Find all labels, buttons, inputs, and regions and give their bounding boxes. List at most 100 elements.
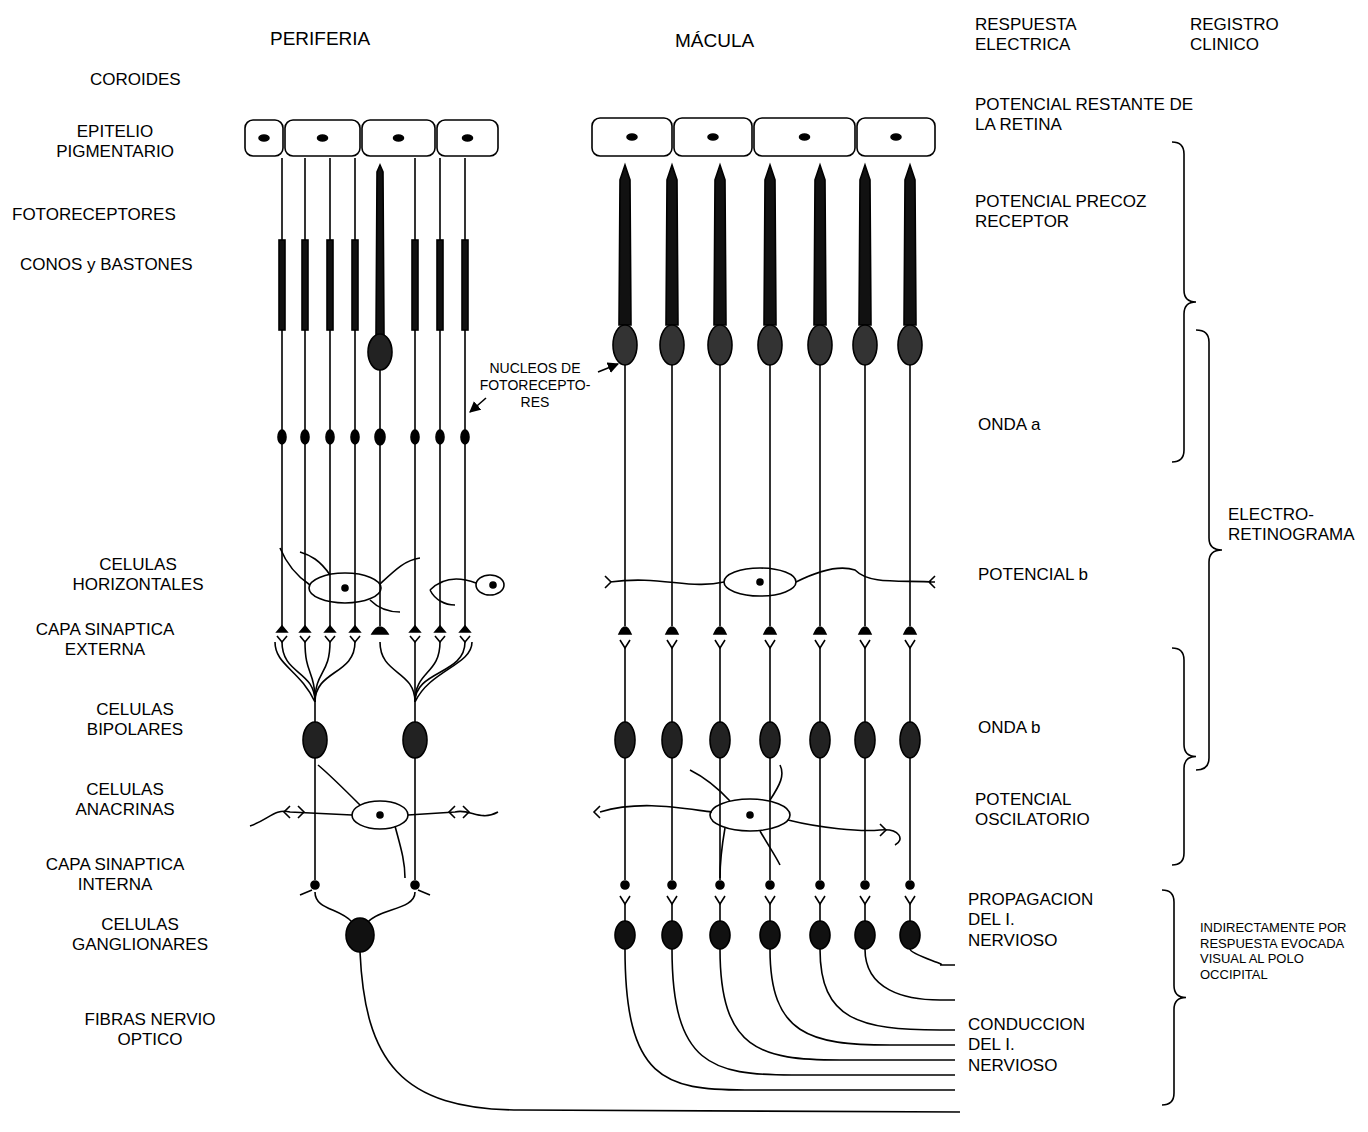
rod-outer-segment bbox=[462, 240, 468, 330]
bipolar-cell bbox=[760, 722, 780, 758]
cell-nucleus bbox=[708, 134, 718, 140]
synapse-dot bbox=[766, 881, 774, 889]
response-label: POTENCIAL PRECOZ RECEPTOR bbox=[975, 192, 1175, 233]
synapse-symbol bbox=[764, 627, 776, 634]
cell-nucleus bbox=[891, 134, 901, 140]
rod-nucleus bbox=[411, 430, 419, 444]
optic-fiber bbox=[820, 949, 955, 1030]
synapse-symbol bbox=[667, 640, 677, 648]
synapse-symbol bbox=[435, 626, 445, 632]
cone-cell bbox=[909, 365, 911, 626]
bipolar-axon bbox=[719, 648, 721, 880]
cell-process bbox=[605, 568, 935, 588]
bracket bbox=[1172, 142, 1196, 462]
cell-nucleus bbox=[747, 812, 753, 818]
cell-nucleus bbox=[377, 812, 383, 818]
callout-label: NUCLEOS DE FOTORECEPTO- RES bbox=[475, 360, 595, 410]
rod-cell bbox=[354, 158, 356, 626]
optic-fiber bbox=[910, 949, 955, 965]
cell-nucleus bbox=[463, 135, 473, 141]
cone-outer-segment bbox=[814, 165, 826, 325]
rod-outer-segment bbox=[327, 240, 333, 330]
ganglion-cell bbox=[346, 918, 374, 952]
pigment-cell bbox=[754, 118, 855, 156]
synapse-symbol bbox=[300, 636, 310, 642]
layer-label: CELULAS BIPOLARES bbox=[70, 700, 200, 741]
synapse-symbol bbox=[410, 636, 420, 642]
retina-drawing bbox=[245, 118, 1222, 1112]
cone-outer-segment bbox=[904, 165, 916, 325]
response-label: ONDA a bbox=[978, 415, 1040, 435]
cone-cell bbox=[769, 365, 771, 626]
ganglion-dendrite bbox=[300, 890, 430, 922]
cell-process bbox=[430, 579, 476, 605]
bipolar-cell bbox=[615, 722, 635, 758]
synapse-symbol bbox=[300, 626, 310, 632]
synapse-symbol bbox=[325, 626, 335, 632]
bipolar-cell bbox=[710, 722, 730, 758]
pigment-cell bbox=[245, 120, 283, 156]
amacrine-cell bbox=[710, 799, 790, 831]
cone-cell bbox=[671, 365, 673, 626]
cone-cell bbox=[624, 365, 626, 626]
bipolar-cell bbox=[403, 722, 427, 758]
column-heading: PERIFERIA bbox=[270, 28, 370, 51]
synapse-symbol bbox=[460, 636, 470, 642]
ganglion-link bbox=[719, 904, 721, 922]
synapse-symbol bbox=[905, 640, 915, 648]
ganglion-cell bbox=[760, 921, 780, 949]
cell-nucleus bbox=[318, 135, 328, 141]
cone-cell bbox=[864, 365, 866, 626]
synapse-symbol bbox=[715, 896, 725, 904]
rod-outer-segment bbox=[302, 240, 308, 330]
ganglion-cell bbox=[855, 921, 875, 949]
bipolar-dendrite bbox=[315, 642, 355, 702]
synapse-symbol bbox=[859, 627, 871, 634]
synapse-symbol bbox=[666, 627, 678, 634]
cone-body bbox=[853, 325, 877, 365]
pigment-cell bbox=[857, 118, 935, 156]
cell-nucleus bbox=[394, 135, 404, 141]
rod-cell bbox=[304, 158, 306, 626]
optic-fiber bbox=[865, 949, 955, 1000]
rod-nucleus bbox=[301, 430, 309, 444]
layer-label: CELULAS GANGLIONARES bbox=[40, 915, 240, 956]
synapse-dot bbox=[311, 881, 319, 889]
bipolar-cell bbox=[810, 722, 830, 758]
layer-label: FIBRAS NERVIO OPTICO bbox=[60, 1010, 240, 1051]
pigment-cell bbox=[592, 118, 672, 156]
pigment-cell bbox=[437, 120, 498, 156]
rod-outer-segment bbox=[437, 240, 443, 330]
rod-nucleus bbox=[461, 430, 469, 444]
cone-body bbox=[368, 334, 392, 370]
cone-body bbox=[660, 325, 684, 365]
optic-fiber bbox=[770, 949, 955, 1045]
synapse-symbol bbox=[765, 640, 775, 648]
response-label: POTENCIAL b bbox=[978, 565, 1088, 585]
cone-body bbox=[808, 325, 832, 365]
synapse-symbol bbox=[325, 636, 335, 642]
synapse-dot bbox=[906, 881, 914, 889]
synapse-symbol bbox=[372, 627, 388, 634]
pigment-cell bbox=[674, 118, 752, 156]
synapse-symbol bbox=[460, 626, 470, 632]
cell-nucleus bbox=[490, 582, 496, 588]
amacrine-cell bbox=[352, 801, 408, 829]
leader-arrow bbox=[598, 364, 618, 372]
rod-outer-segment bbox=[352, 240, 358, 330]
layer-label: CELULAS HORIZONTALES bbox=[48, 555, 228, 596]
synapse-symbol bbox=[277, 636, 287, 642]
synapse-symbol bbox=[350, 636, 360, 642]
rod-nucleus bbox=[351, 430, 359, 444]
synapse-symbol bbox=[619, 627, 631, 634]
cone-outer-segment bbox=[666, 165, 678, 325]
synapse-dot bbox=[816, 881, 824, 889]
synapse-symbol bbox=[435, 636, 445, 642]
synapse-dot bbox=[668, 881, 676, 889]
cell-nucleus bbox=[800, 134, 810, 140]
bipolar-dendrite bbox=[315, 642, 330, 702]
synapse-symbol bbox=[715, 640, 725, 648]
column-heading: RESPUESTA ELECTRICA bbox=[975, 15, 1125, 56]
